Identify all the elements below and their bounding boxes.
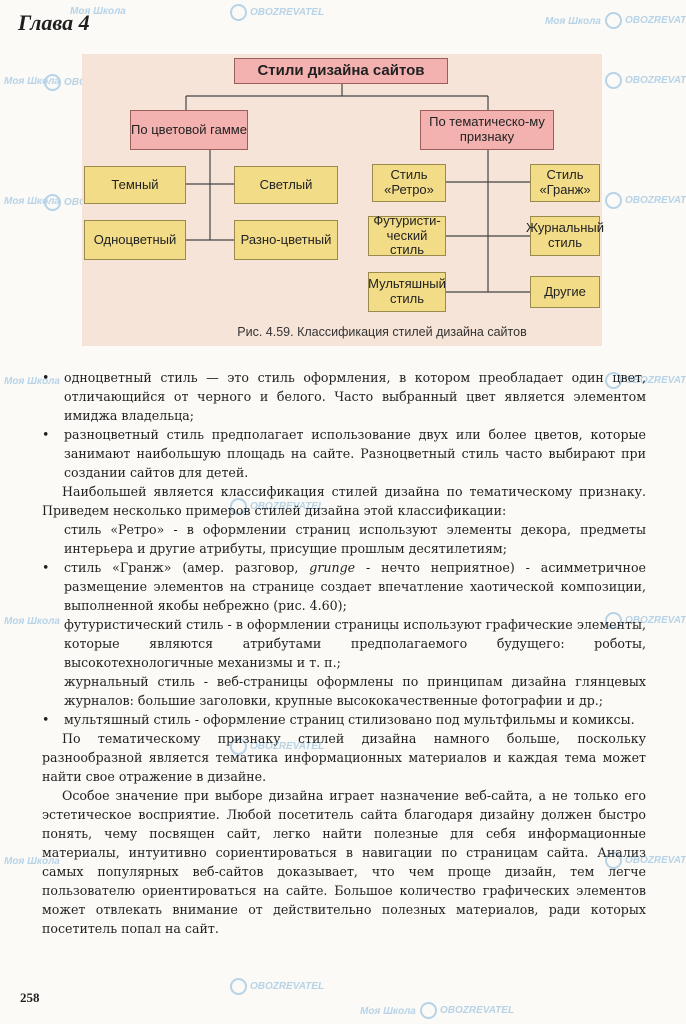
paragraph-text: стиль «Гранж» (амер. разговор,: [64, 560, 299, 575]
list-item: футуристический стиль - в оформлении стр…: [64, 617, 646, 670]
watermark: OBOZREVATEL: [230, 738, 324, 755]
diagram-node-grunge: Стиль «Гранж»: [530, 164, 600, 202]
bullet: •: [42, 427, 50, 442]
watermark: OBOZREVATEL: [605, 612, 686, 629]
diagram-node-other: Другие: [530, 276, 600, 308]
paragraph: Наибольшей является классификация стилей…: [42, 484, 646, 518]
list-item: • разноцветный стиль предполагает использ…: [42, 425, 646, 482]
diagram-node-magazine: Журнальный стиль: [526, 216, 604, 256]
diagram-node-retro: Стиль «Ретро»: [372, 164, 446, 202]
paragraph-text: - нечто неприятное) - асимметричное разм…: [64, 560, 646, 613]
watermark: Моя Школа: [4, 376, 60, 387]
paragraph-text: мультяшный стиль - оформление страниц ст…: [64, 712, 635, 727]
watermark: OBOZREVATEL: [230, 978, 324, 995]
diagram-node-color-gamut: По цветовой гамме: [130, 110, 248, 150]
watermark: Моя Школа: [70, 6, 126, 17]
watermark: OBOZREVATEL: [605, 192, 686, 209]
list-item: стиль «Ретро» - в оформлении страниц исп…: [64, 522, 646, 556]
diagram-connectors: [185, 84, 530, 293]
watermark: Моя Школа: [360, 1006, 416, 1017]
paragraph: Особое значение при выборе дизайна играе…: [42, 788, 646, 936]
page-number: 258: [20, 990, 40, 1005]
watermark: Моя Школа: [4, 196, 60, 207]
diagram-node-thematic: По тематическо-му признаку: [420, 110, 554, 150]
list-item: • мультяшный стиль - оформление страниц с…: [42, 710, 646, 729]
watermark: OBOZREVATEL: [605, 852, 686, 869]
figure-classification-diagram: Стили дизайна сайтов По цветовой гамме П…: [82, 54, 604, 346]
watermark: OBOZREVATEL: [605, 12, 686, 29]
diagram-node-multicolor: Разно-цветный: [234, 220, 338, 260]
bullet: •: [42, 370, 50, 385]
figure-caption: Рис. 4.59. Классификация стилей дизайна …: [237, 325, 527, 339]
diagram-node-monochrome: Одноцветный: [84, 220, 186, 260]
bullet: •: [42, 560, 50, 575]
watermark: Моя Школа: [545, 16, 601, 27]
diagram-node-cartoon: Мультяшный стиль: [368, 272, 446, 312]
diagram-root-node: Стили дизайна сайтов: [234, 58, 448, 84]
watermark: OBOZREVATEL: [230, 4, 324, 21]
watermark: OBOZREVATEL: [420, 1002, 514, 1019]
watermark: OBOZREVATEL: [605, 372, 686, 389]
paragraph-text: разноцветный стиль предполагает использо…: [64, 427, 646, 480]
watermark: Моя Школа: [4, 856, 60, 867]
list-item: • одноцветный стиль — это стиль оформлени…: [42, 368, 646, 425]
diagram-node-dark: Темный: [84, 166, 186, 204]
watermark: OBOZREVATEL: [230, 498, 324, 515]
term-italic: grunge: [309, 560, 356, 575]
watermark: Моя Школа: [4, 616, 60, 627]
chapter-title: Глава 4: [18, 10, 90, 35]
body-text: • одноцветный стиль — это стиль оформлени…: [42, 368, 646, 938]
list-item: • стиль «Гранж» (амер. разговор, grunge -…: [42, 558, 646, 615]
paragraph-text: одноцветный стиль — это стиль оформления…: [64, 370, 646, 423]
paragraph: По тематическому признаку стилей дизайна…: [42, 731, 646, 784]
diagram-node-light: Светлый: [234, 166, 338, 204]
diagram-node-futuristic: Футуристи-ческий стиль: [368, 213, 446, 257]
list-item: журнальный стиль - веб-страницы оформлен…: [64, 674, 646, 708]
watermark: OBOZREVATEL: [605, 72, 686, 89]
watermark: Моя Школа: [4, 76, 60, 87]
bullet: •: [42, 712, 50, 727]
